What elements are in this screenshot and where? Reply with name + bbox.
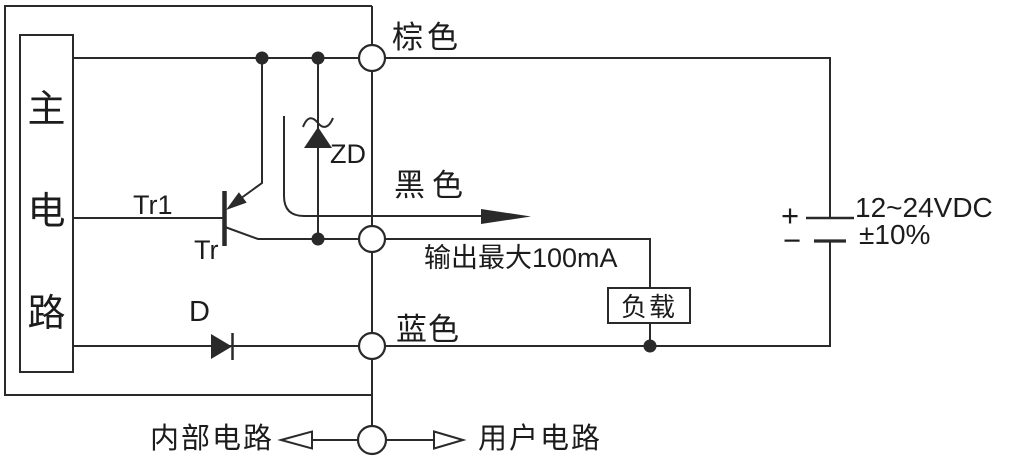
load-box [607, 287, 691, 324]
diode-icon [211, 334, 232, 359]
black-wire-direction-line [283, 116, 481, 217]
supply-tolerance-label: ±10% [859, 219, 931, 250]
brown-wire-label: 棕色 [392, 20, 462, 55]
main-circuit-char: 电 [27, 191, 66, 233]
internal-circuit-box [4, 5, 372, 396]
black-wire-label: 黑色 [394, 168, 470, 203]
diode-label: D [189, 296, 210, 328]
arrow-left-icon [277, 430, 313, 450]
junction-dot [255, 51, 269, 65]
terminal-boundary-icon [356, 424, 388, 456]
terminal-black-icon [357, 224, 387, 254]
zener-cathode-squiggle-icon [302, 117, 334, 128]
zener-diode-icon [304, 127, 332, 148]
internal-circuit-label: 内部电路 [150, 423, 275, 455]
blue-wire [73, 241, 831, 347]
load-label: 负载 [620, 292, 677, 322]
arrow-right-icon [433, 430, 467, 450]
black-output-wire [224, 226, 651, 288]
transistor-emitter-wire [232, 58, 263, 205]
junction-dot [311, 51, 325, 65]
terminal-blue-icon [357, 331, 387, 361]
blue-wire-label: 蓝色 [396, 312, 460, 347]
brown-wire [73, 57, 831, 218]
main-circuit-box [19, 34, 74, 373]
main-circuit-char: 主 [27, 89, 66, 131]
transistor-label: Tr [194, 235, 219, 265]
transistor-emitter-arrow-icon [226, 192, 247, 210]
zener-label: ZD [330, 139, 366, 169]
junction-dot [311, 232, 325, 246]
black-wire-arrowhead-icon [481, 209, 531, 224]
junction-dot [643, 339, 657, 353]
main-circuit-label: 主 电 路 [20, 35, 73, 372]
minus-sign: − [783, 223, 802, 258]
plus-sign: + [781, 198, 800, 233]
output-max-label: 输出最大100mA [424, 243, 618, 273]
transistor-ref-label: Tr1 [133, 190, 173, 220]
terminal-brown-icon [357, 43, 387, 73]
user-circuit-label: 用户电路 [478, 423, 603, 455]
main-circuit-char: 路 [27, 293, 66, 335]
supply-voltage-label: 12~24VDC [855, 192, 993, 223]
